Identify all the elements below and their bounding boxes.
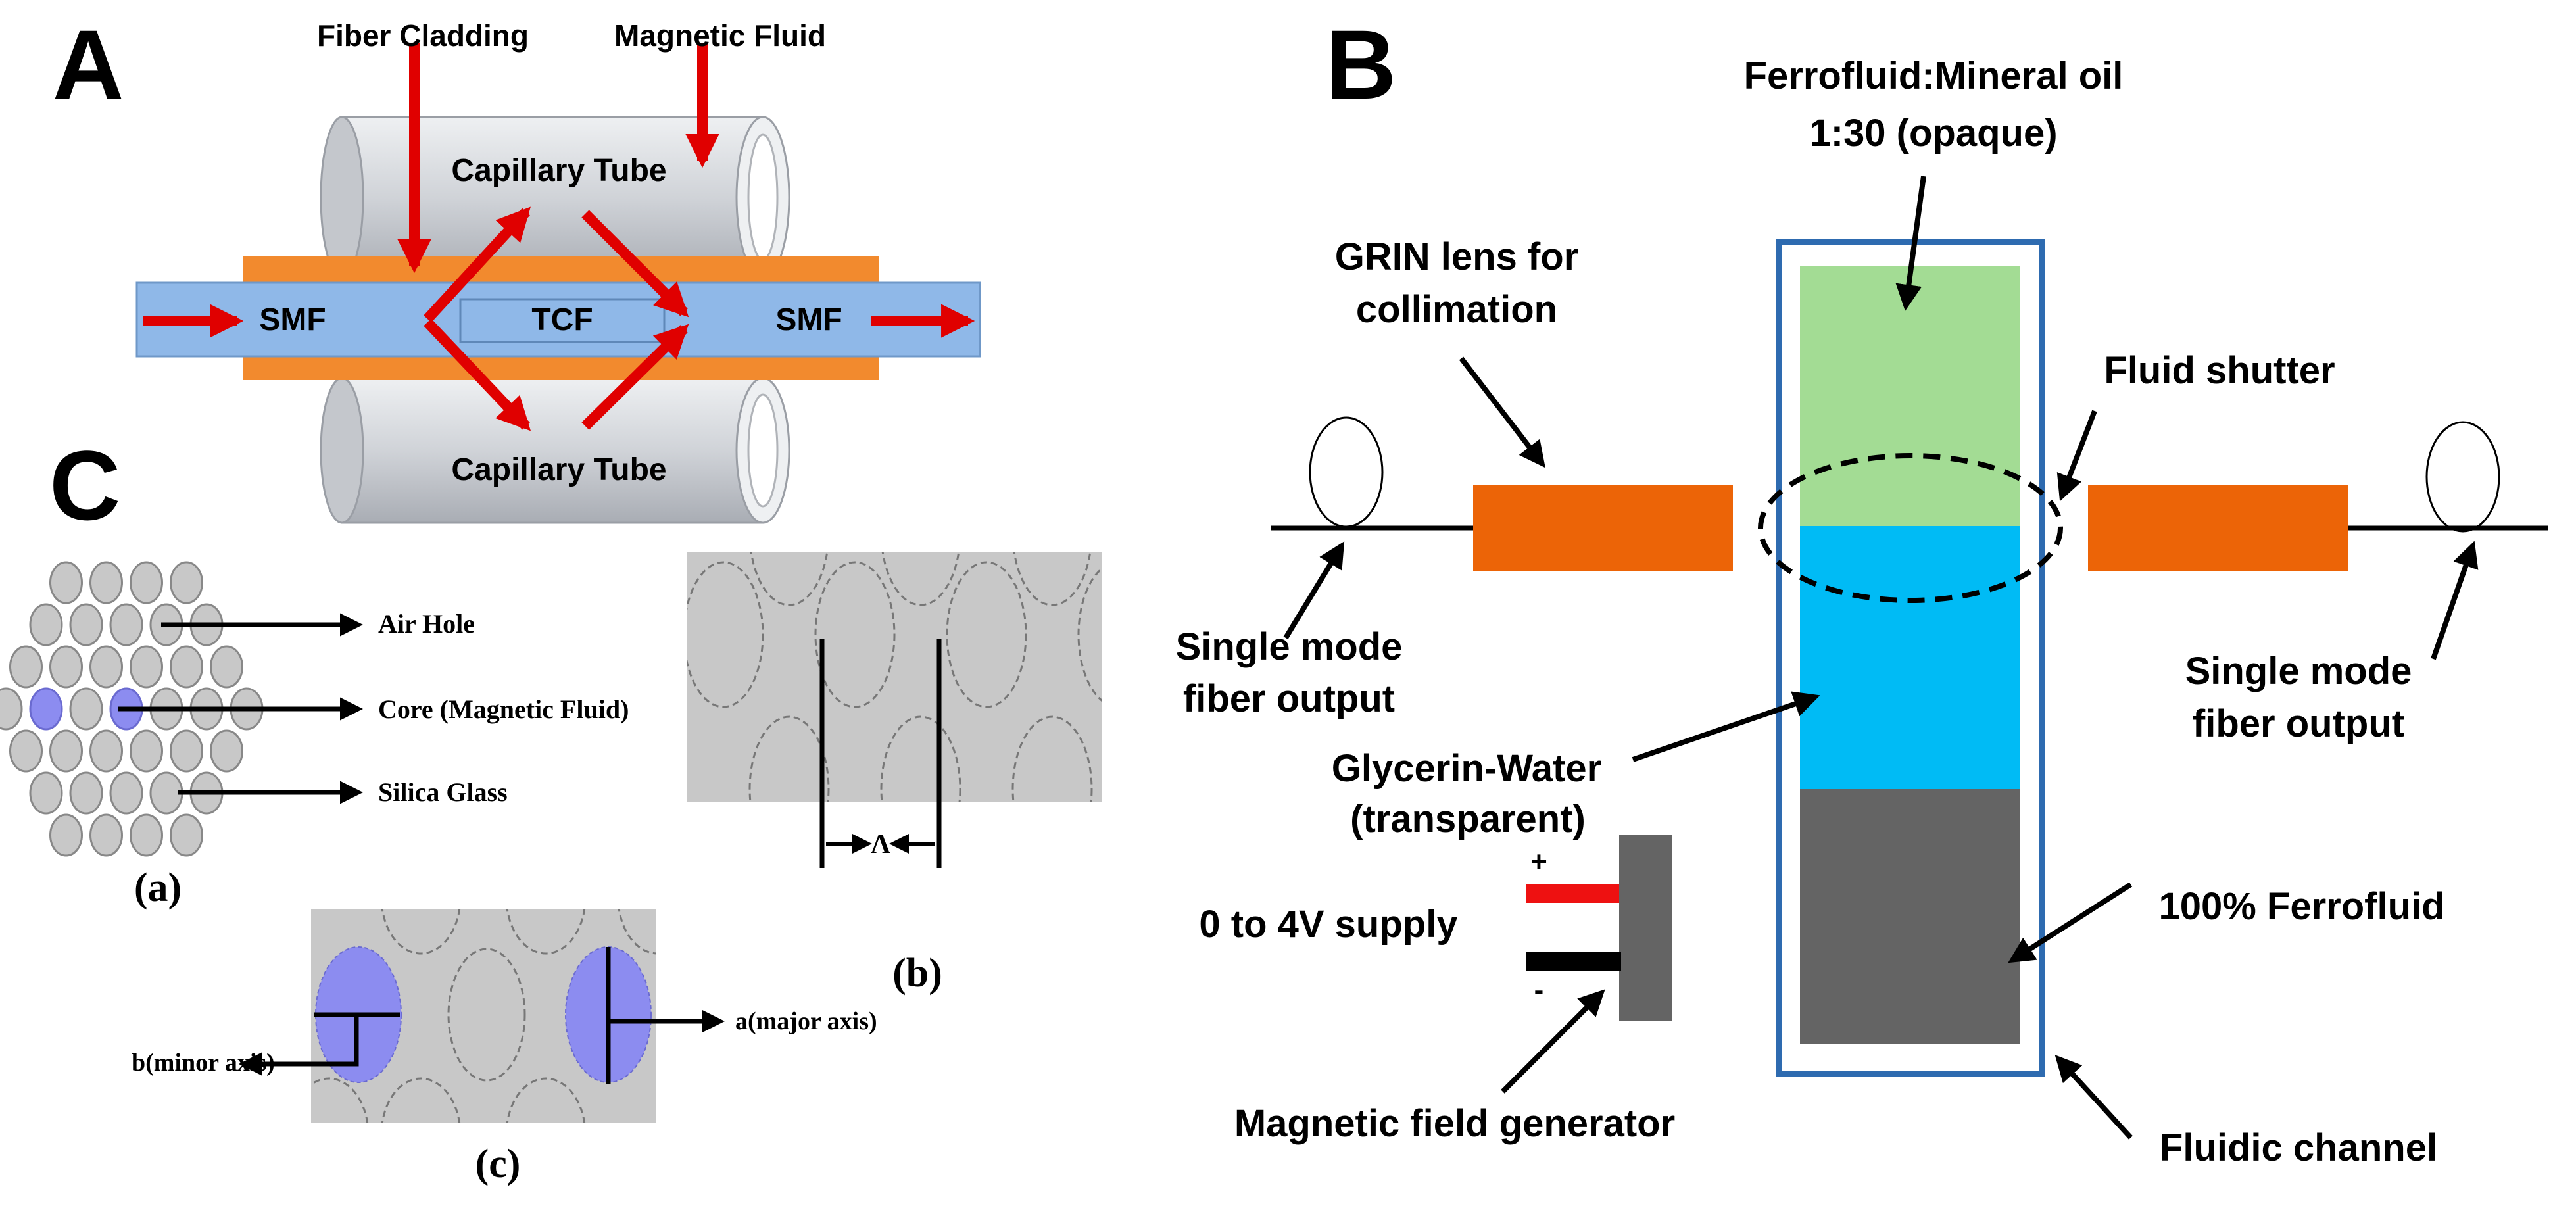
panel-b-labels: Ferrofluid:Mineral oil 1:30 (opaque) GRI…	[1176, 55, 2445, 1169]
light-path-arrows	[143, 43, 975, 431]
fiber-cladding-label: Fiber Cladding	[317, 18, 529, 53]
lattice-pitch-label: Λ	[871, 829, 890, 859]
input-fiber	[1271, 416, 1476, 531]
glycerin-water-label-line2: (transparent)	[1350, 798, 1586, 840]
smf-output-right-line2: fiber output	[2193, 702, 2404, 745]
ferrofluid-layer	[1800, 789, 2020, 1044]
magnetic-fluid-label: Magnetic Fluid	[614, 18, 826, 53]
panel-letter-b: B	[1325, 9, 1396, 120]
minus-sign: -	[1534, 974, 1544, 1006]
subfigure-a-label: (a)	[134, 865, 182, 910]
air-hole	[130, 729, 163, 773]
air-hole	[89, 729, 123, 773]
air-hole	[49, 729, 83, 773]
air-hole	[9, 645, 43, 689]
ferrofluid-oil-label-line1: Ferrofluid:Mineral oil	[1744, 55, 2124, 97]
fiber-coil-left	[1309, 416, 1384, 528]
air-hole	[29, 771, 63, 815]
air-hole	[89, 813, 123, 857]
air-hole	[89, 561, 123, 604]
capillary-tube-top-label: Capillary Tube	[451, 153, 666, 188]
mineral-oil-layer	[1800, 266, 2020, 526]
air-hole	[130, 561, 163, 604]
air-hole	[170, 813, 203, 857]
air-hole	[69, 687, 103, 731]
grin-lens-left	[1473, 485, 1733, 571]
air-hole	[49, 645, 83, 689]
panel-a: A Capillary Tube Capillary Tube SMF TCF …	[53, 9, 981, 524]
smf-output-left-line2: fiber output	[1183, 677, 1395, 720]
ferrofluid-oil-label-line2: 1:30 (opaque)	[1809, 112, 2057, 155]
air-hole	[109, 771, 143, 815]
major-axis-label: a(major axis)	[735, 1007, 877, 1035]
panel-letter-a: A	[53, 9, 124, 120]
glycerin-water-label-line1: Glycerin-Water	[1332, 747, 1601, 790]
smf-output-left-line1: Single mode	[1176, 625, 1403, 668]
minor-axis-label: b(minor axis)	[132, 1049, 275, 1077]
tcf-label: TCF	[531, 302, 593, 337]
air-hole	[9, 729, 43, 773]
pcf-hex-lattice	[0, 561, 264, 857]
label-arrows-a	[118, 613, 363, 804]
ferrofluid-100-label: 100% Ferrofluid	[2158, 885, 2444, 928]
subfigure-c: b(minor axis) a(major axis) (c)	[132, 909, 877, 1186]
capillary-tube-bottom-label: Capillary Tube	[451, 452, 666, 487]
label-arrows-b	[1283, 176, 2479, 1140]
smf-output-right-line1: Single mode	[2185, 650, 2412, 692]
air-hole	[0, 687, 23, 731]
supply-label: 0 to 4V supply	[1199, 903, 1457, 946]
subfigure-b: Λ (b)	[687, 552, 1102, 996]
grin-label-line1: GRIN lens for	[1335, 235, 1579, 278]
fiber-coil-right	[2425, 421, 2500, 533]
panel-c: C Air Hole Core (Magnetic Fluid) Silica …	[0, 430, 1102, 1186]
core-label: Core (Magnetic Fluid)	[378, 694, 629, 724]
panel-letter-c: C	[49, 430, 120, 541]
magnetic-field-generator: + -	[1526, 835, 1672, 1021]
capillary-tube-top: Capillary Tube	[320, 116, 790, 279]
tcf-fiber	[459, 298, 666, 343]
air-hole	[170, 561, 203, 604]
air-hole	[170, 645, 203, 689]
grin-lens-right	[2088, 485, 2348, 571]
air-hole	[49, 813, 83, 857]
silica-glass-label: Silica Glass	[378, 777, 508, 807]
air-hole	[170, 729, 203, 773]
grin-label-line2: collimation	[1356, 288, 1557, 331]
air-hole	[69, 603, 103, 646]
smf-left-label: SMF	[259, 302, 326, 337]
subfigure-b-label: (b)	[892, 951, 942, 996]
fluid-shutter-label: Fluid shutter	[2104, 349, 2335, 392]
air-hole	[69, 771, 103, 815]
air-hole	[29, 603, 63, 646]
subfigure-c-label: (c)	[475, 1142, 521, 1186]
smf-right-label: SMF	[775, 302, 842, 337]
air-hole	[130, 645, 163, 689]
air-hole	[109, 603, 143, 646]
capillary-tube-bottom: Capillary Tube	[320, 377, 790, 524]
magnetic-field-generator-label: Magnetic field generator	[1234, 1102, 1675, 1145]
fluidic-channel-label: Fluidic channel	[2160, 1126, 2437, 1169]
positive-lead	[1526, 884, 1619, 903]
air-hole	[49, 561, 83, 604]
air-hole	[149, 771, 183, 815]
magnetic-fluid-core	[29, 687, 63, 731]
air-hole	[89, 645, 123, 689]
air-hole	[210, 729, 243, 773]
negative-lead	[1526, 952, 1621, 971]
air-hole	[210, 645, 243, 689]
air-hole	[130, 813, 163, 857]
fluid-shutter-outline	[1758, 453, 2063, 603]
plus-sign: +	[1530, 846, 1547, 878]
output-fiber	[2341, 421, 2548, 533]
panel-b: B + -	[1176, 9, 2548, 1169]
glycerin-water-layer	[1800, 526, 2020, 789]
air-hole-label: Air Hole	[378, 609, 475, 639]
